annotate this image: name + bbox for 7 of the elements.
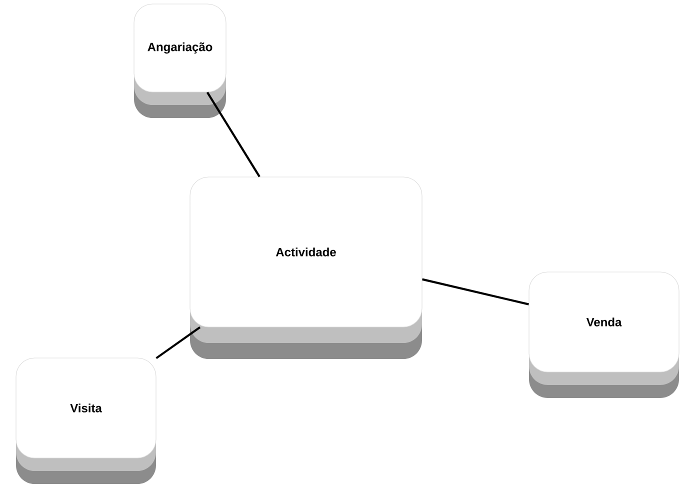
connector-line bbox=[206, 92, 260, 178]
connector-line bbox=[156, 326, 201, 360]
key-box: Venda bbox=[528, 272, 680, 398]
key-box: Actividade bbox=[190, 176, 422, 359]
key-box: Angariação bbox=[134, 4, 226, 118]
connector-line bbox=[422, 278, 529, 306]
key-box: Visita bbox=[16, 358, 156, 484]
